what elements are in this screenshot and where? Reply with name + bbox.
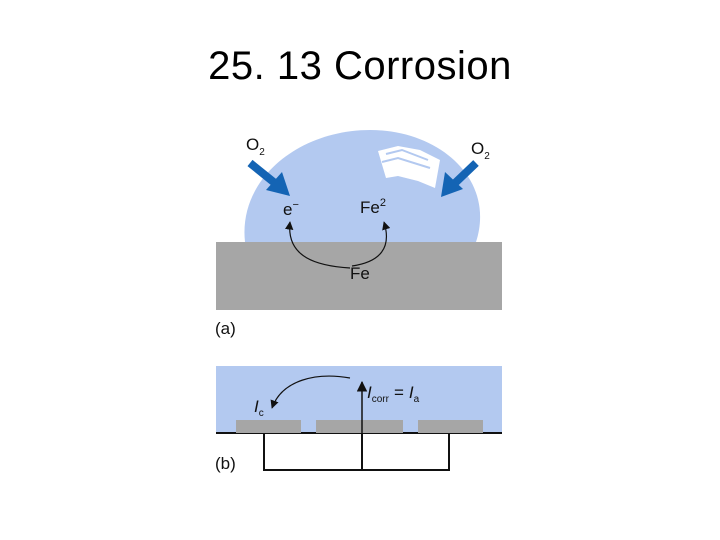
external-circuit <box>263 433 450 471</box>
electron-label: e− <box>283 199 299 219</box>
o2-label-right: O2 <box>471 139 490 162</box>
electron-arrow <box>284 221 351 269</box>
ic-label: Ic <box>254 397 264 419</box>
iron-label: Fe <box>350 264 370 283</box>
icorr-equation: Icorr=Ia <box>367 383 420 405</box>
metal-block <box>216 242 502 310</box>
electrode-middle <box>316 420 403 433</box>
electrode-right <box>418 420 483 433</box>
electrode-left <box>236 420 301 433</box>
panel-a-label: (a) <box>215 319 236 338</box>
oxygen-arrow-right <box>441 160 479 197</box>
slide-title: 25. 13 Corrosion <box>208 44 512 88</box>
droplet-highlight <box>378 146 440 188</box>
panel-b: Ic Icorr=Ia (b) <box>215 366 502 473</box>
cathodic-current-arrow <box>270 375 351 409</box>
panel-b-label: (b) <box>215 454 236 473</box>
iron-ion-label: Fe2 <box>360 197 386 217</box>
iron-ion-arrow <box>351 221 391 267</box>
panel-a: O2 O2 e− Fe2 Fe (a) <box>215 130 502 338</box>
oxygen-arrow-left <box>247 159 290 196</box>
o2-label-left: O2 <box>246 135 265 158</box>
droplet-highlight-streak <box>381 148 431 169</box>
